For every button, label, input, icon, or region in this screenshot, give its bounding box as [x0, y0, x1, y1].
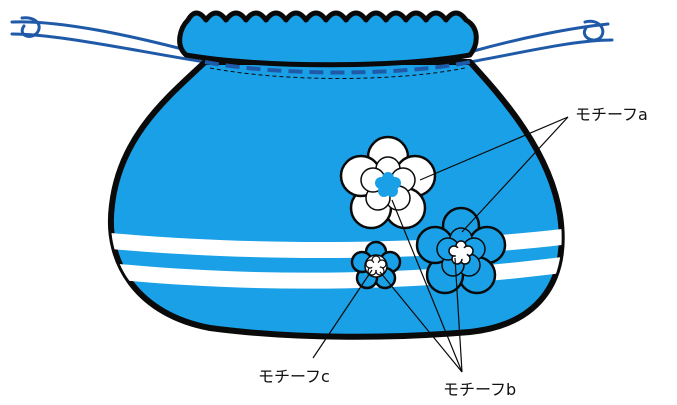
motif-a-flower — [339, 135, 437, 230]
stitch-guide — [209, 67, 466, 79]
leader-c-1 — [312, 269, 373, 359]
leader-b-1 — [391, 199, 463, 373]
label-motif-a: モチーフa — [575, 105, 648, 124]
drawstring-cords — [10, 16, 614, 64]
cord-left-knot — [20, 16, 41, 38]
motif-b-flower — [415, 206, 507, 295]
bag-body — [107, 59, 565, 340]
leader-b-2 — [454, 257, 463, 373]
drawstring-stitch — [204, 60, 471, 75]
cord-right-lower — [468, 38, 614, 64]
cord-left-lower — [10, 32, 207, 64]
leader-b-3 — [379, 271, 463, 373]
label-motif-b: モチーフb — [443, 380, 517, 399]
leader-lines — [312, 116, 569, 373]
bag-ruffle-top — [177, 10, 479, 68]
label-motif-c: モチーフc — [258, 367, 330, 386]
leader-a-1 — [419, 116, 569, 181]
cord-left-upper — [10, 20, 207, 57]
leader-a-2 — [461, 116, 569, 233]
cord-right-upper — [468, 22, 610, 54]
cord-right-knot — [583, 19, 605, 42]
